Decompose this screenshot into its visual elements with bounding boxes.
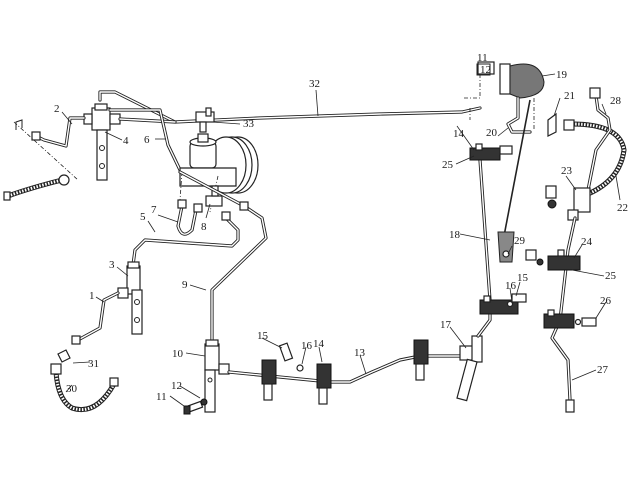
callout-3: 3 [109,259,115,271]
pipe-6 [108,108,182,172]
pipe-28 [586,87,612,192]
callout-10: 10 [172,348,184,360]
callout-22: 22 [617,202,628,214]
callout-1: 1 [89,290,95,302]
hose-22 [563,119,627,197]
callout-13: 13 [354,347,366,359]
callout-16-middle: 16 [301,340,313,352]
callout-2: 2 [54,103,60,115]
callout-12-left: 12 [171,380,182,392]
clip-26 [543,309,575,329]
master-cylinder [179,133,259,194]
pipe-5 [131,211,240,267]
clip-14-25-upper [469,143,501,161]
tee-4 [83,103,121,181]
callout-25-right: 25 [605,270,617,282]
hose-30 [50,363,119,412]
bolt-15-right [506,293,527,308]
callout-11-left: 11 [156,391,167,403]
leader-lines [61,73,621,407]
bolt-15-middle [278,342,304,372]
callout-28: 28 [610,95,622,107]
callout-11-right: 11 [477,52,488,64]
callout-18: 18 [449,229,461,241]
pipe-27 [550,216,577,413]
callout-8: 8 [201,221,207,233]
callout-21: 21 [564,90,575,102]
callout-31: 31 [88,358,99,370]
callout-6: 6 [144,134,150,146]
callout-23: 23 [561,165,573,177]
front-left-hose [3,174,70,201]
callout-26: 26 [600,295,612,307]
clip-14-a [261,359,277,401]
pipe-20 [506,96,532,134]
callout-16-right: 16 [505,280,517,292]
pipe-9 [210,201,268,347]
tee-10 [204,339,230,413]
clip-33 [195,107,215,133]
bolt-upper-right [499,145,513,155]
callout-27: 27 [597,364,609,376]
clip-14-c [413,339,429,381]
clip-31 [57,349,71,363]
clip-14-b [316,363,332,405]
callout-25-upper: 25 [442,159,454,171]
pipe-7-loop [176,199,203,236]
rod-29 [497,99,531,263]
valve-19 [509,63,545,99]
tee-23 [567,187,591,221]
callout-15-middle: 15 [257,330,269,342]
callout-7: 7 [151,204,157,216]
callout-24: 24 [581,236,593,248]
callout-17: 17 [440,319,452,331]
tee-3 [117,261,143,335]
callout-19: 19 [556,69,568,81]
callout-labels: 1 2 3 4 5 6 7 8 9 10 11 12 13 14 15 16 1… [54,52,628,403]
callout-32: 32 [309,78,320,90]
bracket-21 [547,112,557,137]
callout-15-right: 15 [517,272,529,284]
bolt-23 [545,185,557,209]
callout-5: 5 [140,211,146,223]
callout-30: 30 [66,383,78,395]
pipe-2 [31,116,86,148]
callout-20: 20 [486,127,498,139]
callout-9: 9 [182,279,188,291]
callout-29: 29 [514,235,526,247]
callout-14-upper: 14 [453,128,465,140]
pipe-1 [71,291,120,345]
label-12-box [476,63,491,76]
callout-12-right: 12 [480,64,491,76]
bolt-26 [574,317,597,327]
callout-14-middle: 14 [313,338,325,350]
bolt-24 [525,249,544,266]
bolt-11-left [183,398,208,415]
clip-24-25 [547,249,581,271]
callout-33: 33 [243,118,255,130]
pipe-32 [98,90,482,124]
tee-17 [456,335,483,402]
callout-4: 4 [123,135,129,147]
